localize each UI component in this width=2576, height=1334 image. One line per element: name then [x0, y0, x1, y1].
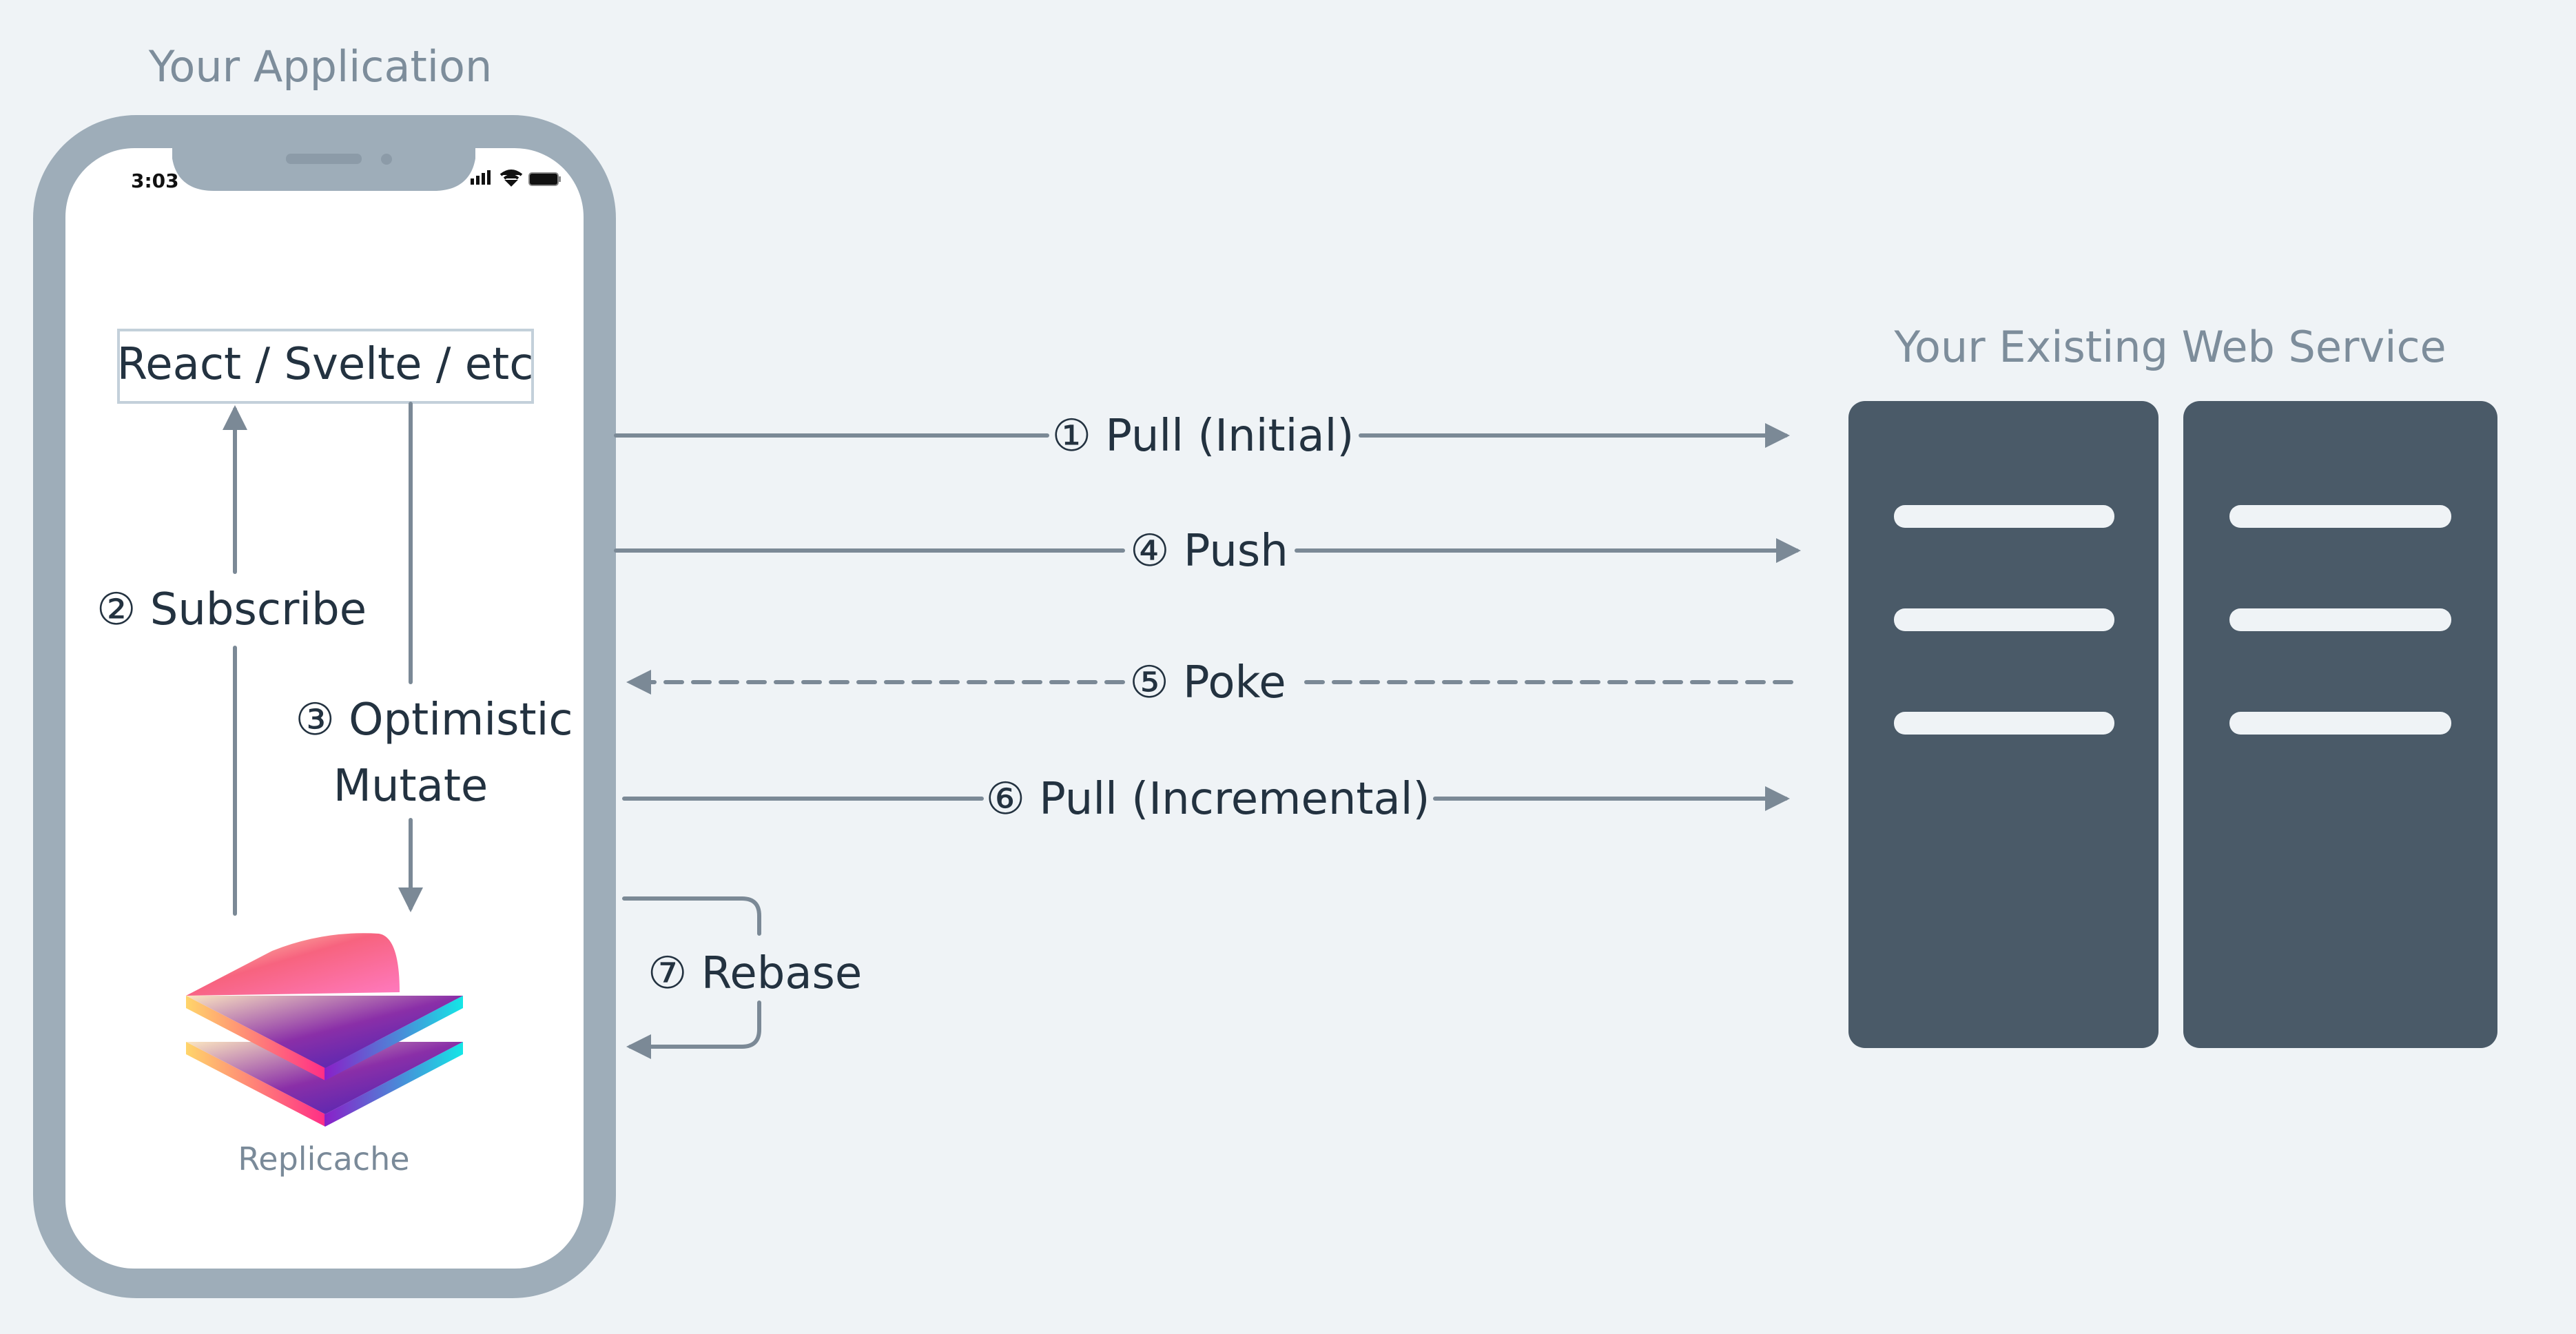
web-service-server-icon — [1848, 401, 2497, 1048]
camera-icon — [381, 154, 392, 165]
svg-text:⑤ Poke: ⑤ Poke — [1129, 657, 1286, 708]
framework-label: React / Svelte / etc — [117, 339, 534, 390]
svg-text:① Pull (Initial): ① Pull (Initial) — [1052, 411, 1354, 462]
phone-notch — [172, 148, 475, 191]
flow-pull-incremental: ⑥ Pull (Incremental) — [622, 774, 1790, 825]
framework-box — [117, 329, 534, 404]
flow-pull-initial: ① Pull (Initial) — [614, 411, 1790, 462]
flow-poke: ⑤ Poke — [626, 657, 1793, 708]
mutate-label-line1: ③ Optimistic — [295, 695, 573, 746]
app-title: Your Application — [148, 41, 492, 92]
subscribe-label: ② Subscribe — [96, 584, 367, 635]
mutate-label-line2: Mutate — [333, 761, 488, 812]
status-time: 3:03 — [131, 170, 179, 192]
signal-icon — [471, 170, 491, 185]
replicache-logo — [186, 933, 463, 1127]
svg-text:④ Push: ④ Push — [1130, 526, 1288, 577]
flow-rebase: ⑦ Rebase — [622, 896, 862, 1059]
svg-text:⑦ Rebase: ⑦ Rebase — [648, 948, 862, 999]
svg-text:⑥ Pull (Incremental): ⑥ Pull (Incremental) — [986, 774, 1430, 825]
speaker-icon — [286, 154, 362, 164]
flow-push: ④ Push — [614, 526, 1801, 577]
phone-mockup: 3:03 React / Svelte / etc ② Subscribe ③ … — [33, 115, 616, 1298]
wifi-icon — [499, 170, 523, 187]
battery-icon — [528, 172, 561, 186]
service-title: Your Existing Web Service — [1893, 322, 2446, 372]
replicache-label: Replicache — [238, 1140, 409, 1178]
